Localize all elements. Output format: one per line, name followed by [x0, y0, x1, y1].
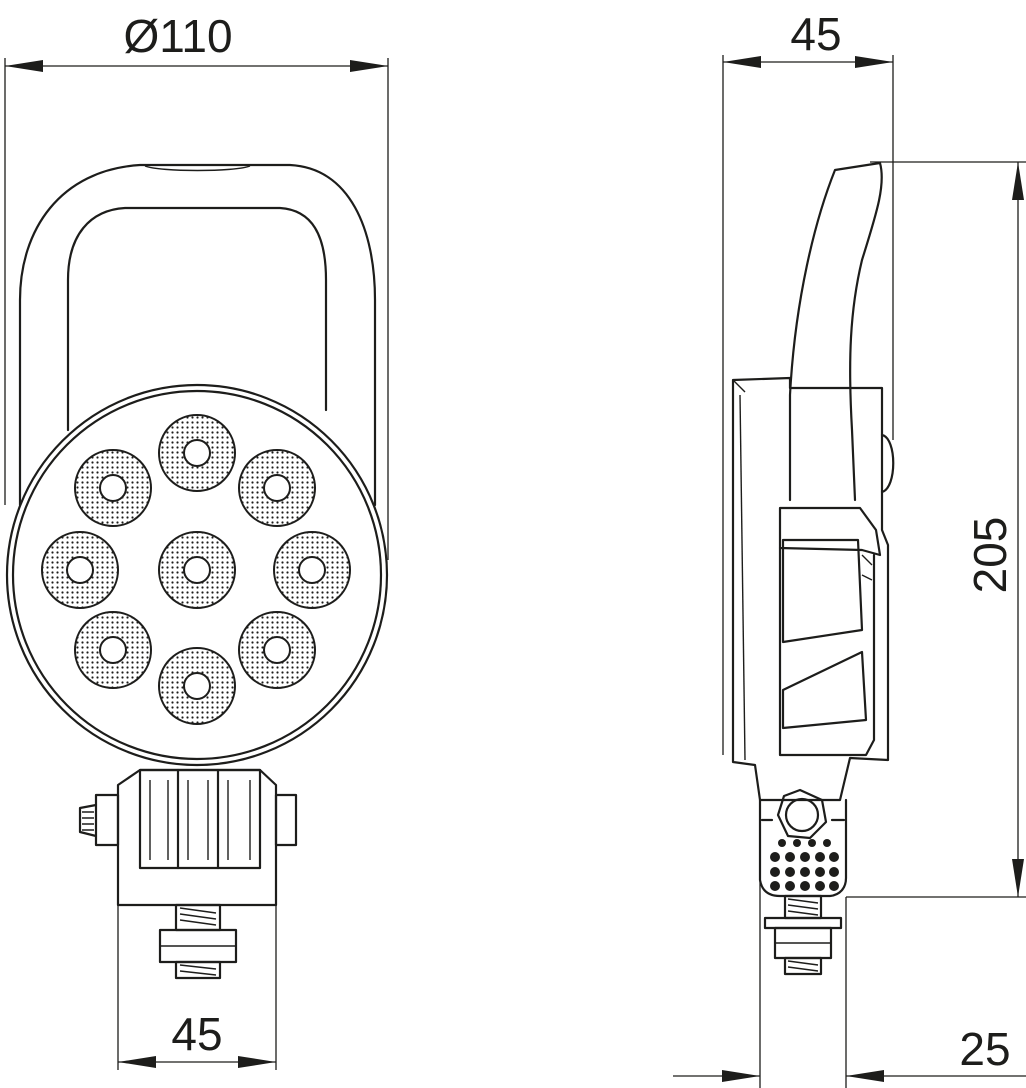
side-view: 45 205 25: [673, 8, 1026, 1088]
front-bracket: [78, 768, 298, 980]
led-right: [273, 531, 351, 609]
dimension-front-base-label: 45: [171, 1008, 222, 1060]
led-top: [158, 414, 236, 492]
front-handle: [18, 163, 377, 507]
front-handle-opening: [66, 206, 328, 432]
dimension-diameter-label: Ø110: [123, 10, 232, 62]
led-array: [41, 414, 351, 725]
led-center: [158, 531, 236, 609]
side-handle: [788, 161, 883, 502]
led-left: [41, 531, 119, 609]
dimension-diameter: Ø110: [4, 10, 389, 560]
lamp-housing: [5, 383, 389, 767]
dimension-side-offset-label: 25: [959, 1023, 1010, 1075]
side-bracket: [758, 788, 848, 976]
dimension-side-height-label: 205: [964, 517, 1016, 594]
front-view: Ø110 45: [4, 10, 389, 1070]
dimension-side-offset: 25: [673, 880, 1026, 1088]
led-top-left: [74, 449, 152, 527]
led-bottom-right: [238, 611, 316, 689]
led-bottom-left: [74, 611, 152, 689]
led-top-right: [238, 449, 316, 527]
lamp-lens: [11, 389, 383, 761]
dimension-side-depth-label: 45: [790, 8, 841, 60]
dimension-side-height: 205: [846, 161, 1026, 898]
dimension-front-base: 45: [117, 905, 277, 1070]
led-bottom: [158, 647, 236, 725]
side-housing-shell: [731, 376, 890, 802]
dimension-side-depth: 45: [722, 8, 894, 755]
